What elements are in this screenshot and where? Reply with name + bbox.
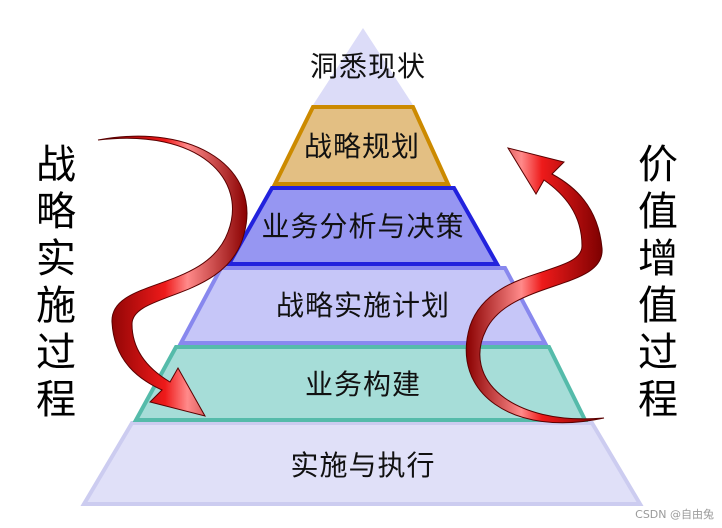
left-arrow-icon bbox=[97, 135, 248, 417]
tier-label-implementation-plan: 战略实施计划 bbox=[276, 289, 450, 322]
tier-analysis-decision-shape bbox=[225, 186, 501, 266]
tier-implementation-plan-shape bbox=[177, 266, 549, 345]
strategy-implementation-process-label: 战略实施过程 bbox=[36, 142, 76, 423]
tier-label-analysis-decision: 业务分析与决策 bbox=[261, 210, 464, 243]
tier-strategy-planning-shape bbox=[271, 105, 452, 186]
tier-label-strategy-planning: 战略规划 bbox=[304, 130, 420, 163]
tier-label-implementation: 实施与执行 bbox=[290, 449, 435, 482]
tier-label-business-build: 业务构建 bbox=[305, 368, 421, 401]
tier-current-state-shape bbox=[313, 28, 413, 105]
value-added-process-label: 价值增值过程 bbox=[638, 142, 678, 423]
watermark: CSDN @自由兔 bbox=[635, 508, 714, 521]
tier-label-current-state: 洞悉现状 bbox=[310, 50, 426, 83]
tier-implementation-shape bbox=[80, 421, 644, 506]
right-arrow-icon bbox=[465, 147, 605, 424]
